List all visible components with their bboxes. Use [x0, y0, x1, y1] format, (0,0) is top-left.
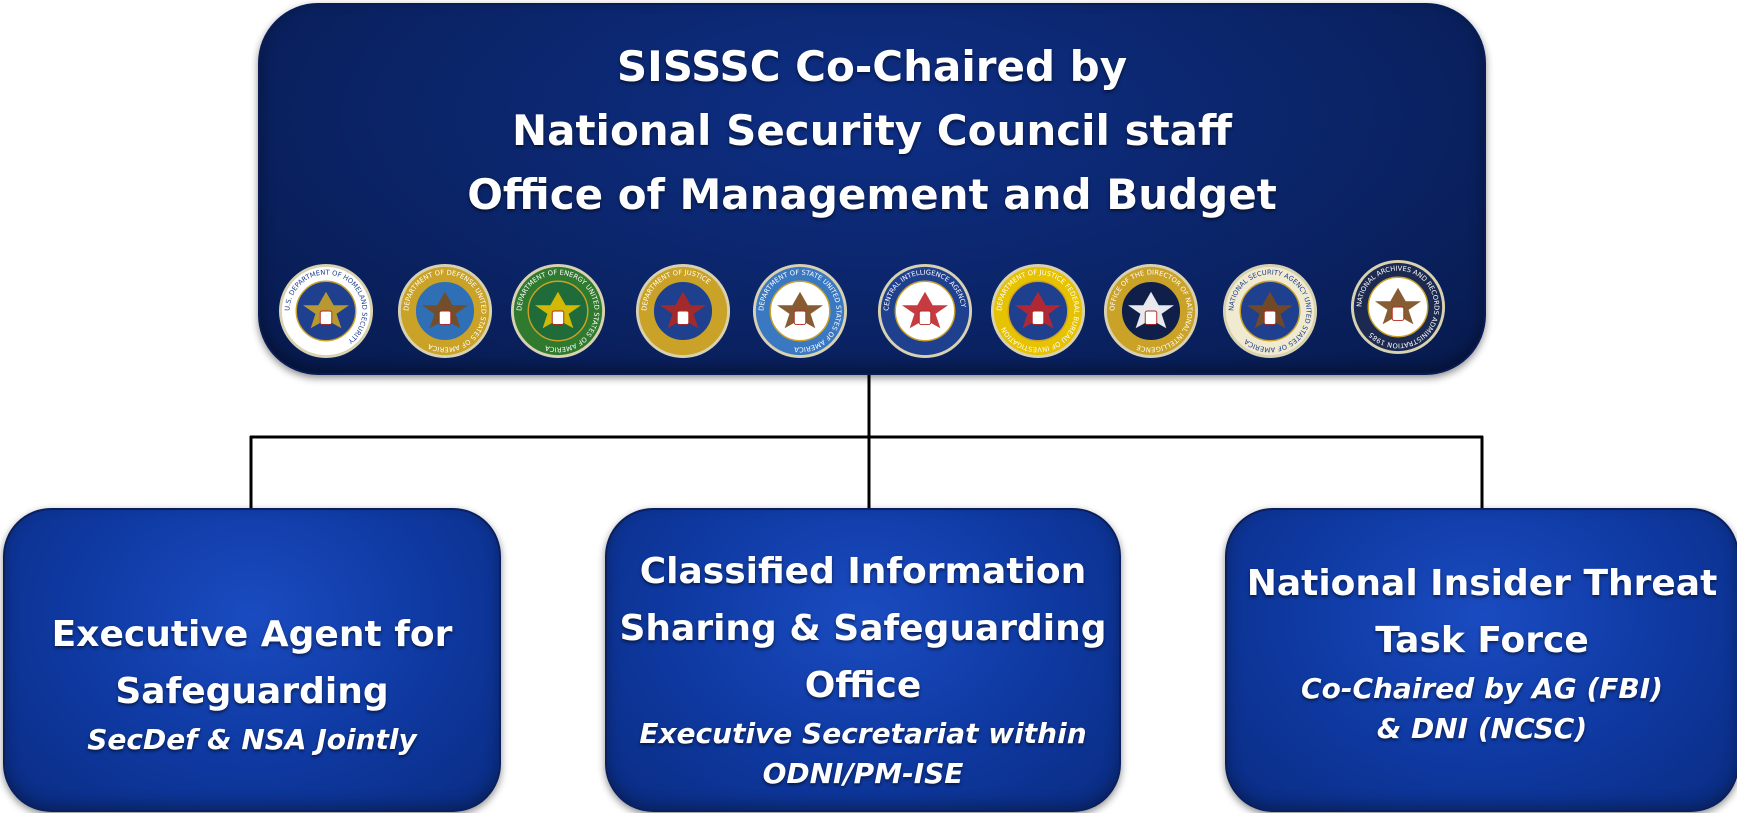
defense-seal: DEPARTMENT OF DEFENSE UNITED STATES OF A… [397, 263, 493, 359]
sisssc-title-line: SISSSC Co-Chaired by [616, 42, 1128, 91]
energy-seal: DEPARTMENT OF ENERGY UNITED STATES OF AM… [510, 263, 606, 359]
executive-agent-note-line: SecDef & NSA Jointly [87, 723, 417, 756]
cissso-note: Executive Secretariat within ODNI/PM-ISE [639, 714, 1086, 794]
cia-seal: CENTRAL INTELLIGENCE AGENCY [877, 263, 973, 359]
cissso-title-line: Office [804, 664, 922, 706]
cissso-title-line: Sharing & Safeguarding [619, 607, 1107, 649]
executive-agent-box: Executive Agent for Safeguarding SecDef … [3, 508, 501, 812]
nittf-note: Co-Chaired by AG (FBI) & DNI (NCSC) [1301, 669, 1663, 749]
cissso-note-line: ODNI/PM-ISE [762, 756, 964, 790]
nittf-box: National Insider Threat Task Force Co-Ch… [1225, 508, 1737, 812]
cissso-note-line: Executive Secretariat within [639, 716, 1087, 750]
nittf-title: National Insider Threat Task Force [1247, 555, 1718, 669]
sisssc-title-line: Office of Management and Budget [467, 170, 1277, 219]
sisssc-title-line: National Security Council staff [511, 106, 1233, 155]
sisssc-title: SISSSC Co-Chaired by National Security C… [260, 35, 1484, 227]
state-seal: DEPARTMENT OF STATE UNITED STATES OF AME… [752, 263, 848, 359]
homeland-security-seal: U.S. DEPARTMENT OF HOMELAND SECURITY [278, 263, 374, 359]
justice-seal: DEPARTMENT OF JUSTICE [635, 263, 731, 359]
odni-seal: OFFICE OF THE DIRECTOR OF NATIONAL INTEL… [1103, 263, 1199, 359]
nittf-title-line: Task Force [1375, 620, 1589, 661]
cissso-box: Classified Information Sharing & Safegua… [605, 508, 1121, 812]
cissso-title-line: Classified Information [639, 550, 1087, 592]
executive-agent-title-line: Safeguarding [115, 671, 389, 712]
fbi-seal: DEPARTMENT OF JUSTICE FEDERAL BUREAU OF … [990, 263, 1086, 359]
nsa-seal: NATIONAL SECURITY AGENCY UNITED STATES O… [1222, 263, 1318, 359]
executive-agent-title: Executive Agent for Safeguarding [52, 606, 453, 720]
nittf-title-line: National Insider Threat [1246, 563, 1718, 604]
executive-agent-title-line: Executive Agent for [51, 614, 453, 655]
nittf-note-line: & DNI (NCSC) [1376, 712, 1588, 745]
sisssc-header-box: SISSSC Co-Chaired by National Security C… [258, 3, 1486, 375]
nittf-note-line: Co-Chaired by AG (FBI) [1301, 672, 1663, 705]
nara-seal: NATIONAL ARCHIVES AND RECORDS ADMINISTRA… [1350, 259, 1446, 355]
executive-agent-note: SecDef & NSA Jointly [87, 720, 417, 760]
cissso-title: Classified Information Sharing & Safegua… [619, 543, 1106, 714]
